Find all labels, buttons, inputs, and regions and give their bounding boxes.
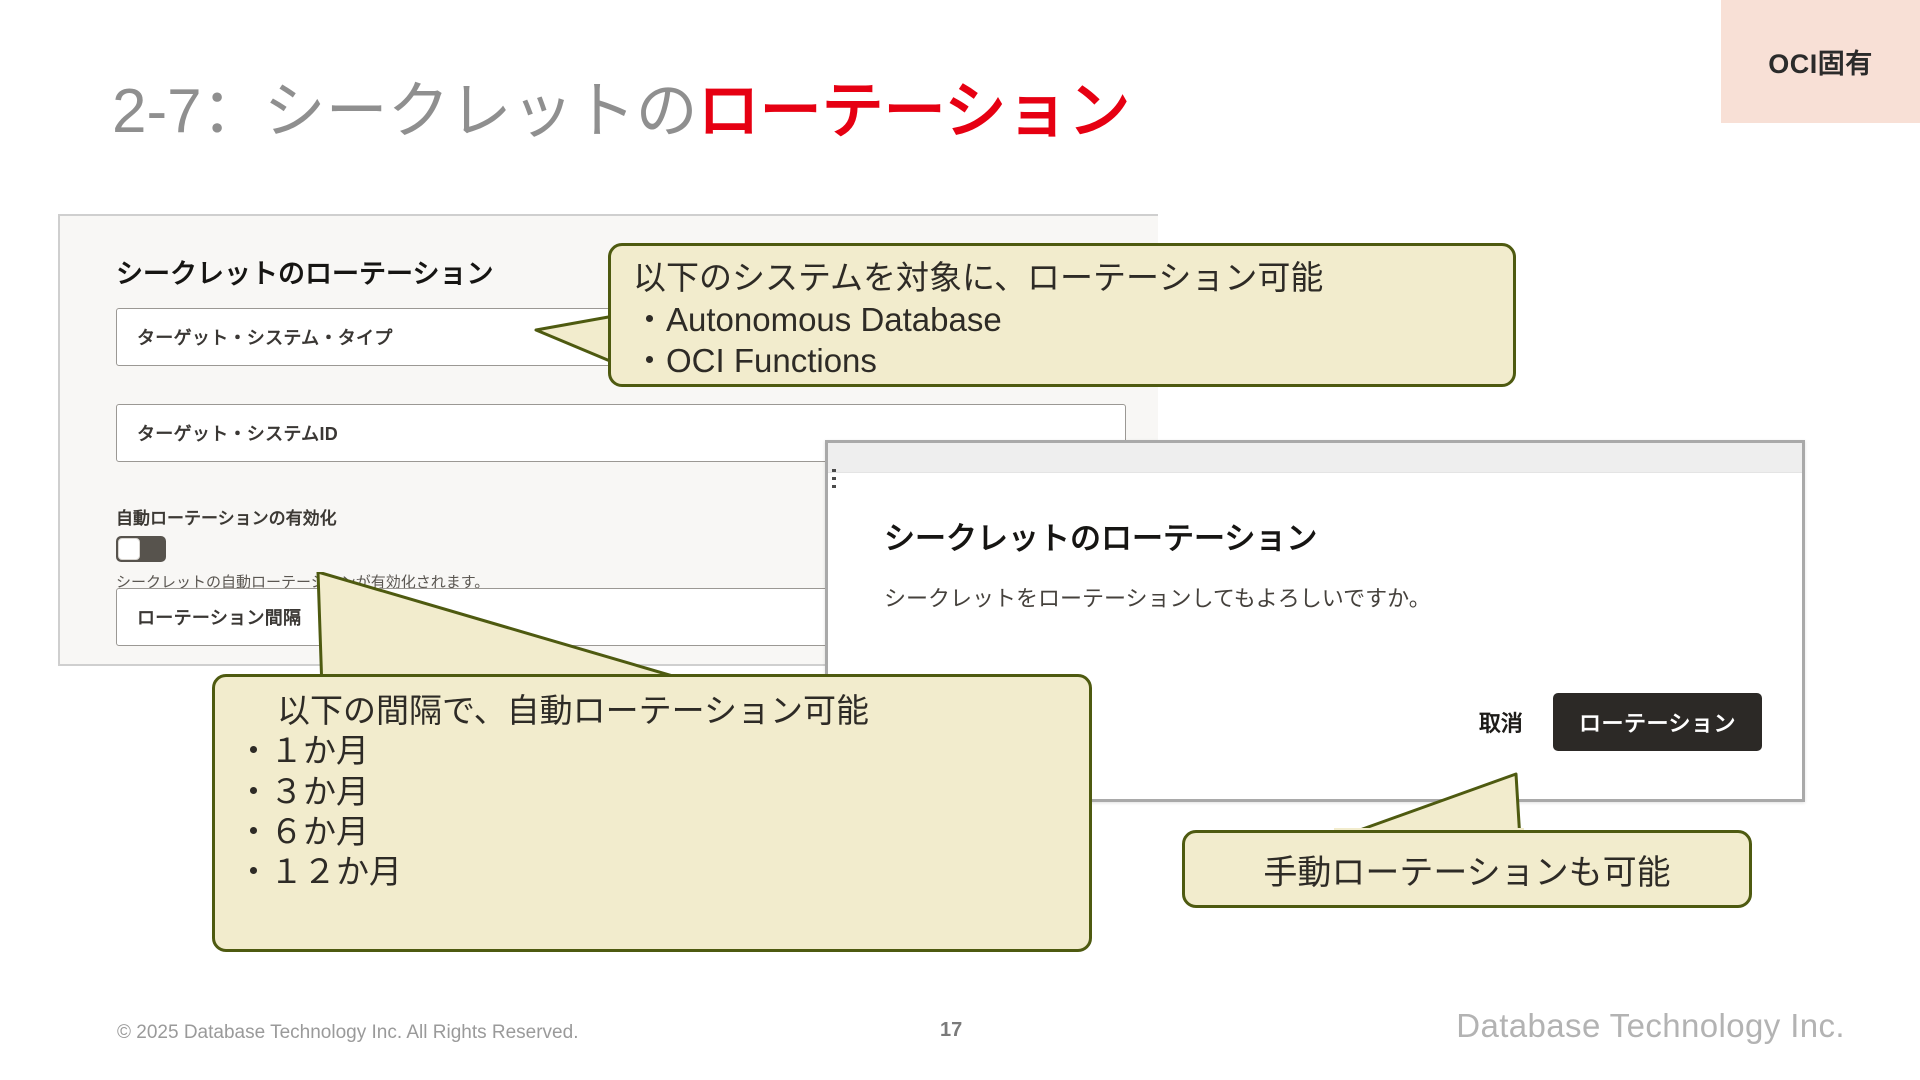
rotation-interval-label: ローテーション間隔	[137, 608, 302, 628]
footer-page-number: 17	[940, 1019, 963, 1041]
auto-rotation-toggle[interactable]	[116, 536, 166, 562]
dialog-action-row: 取消 ローテーション	[1475, 693, 1762, 751]
form-panel-heading: シークレットのローテーション	[116, 259, 494, 289]
rotate-button[interactable]: ローテーション	[1552, 693, 1762, 751]
page-title: 2-7：シークレットのローテーション	[112, 76, 1130, 147]
auto-rotation-help-text: シークレットの自動ローテーションが有効化されます。	[116, 574, 490, 591]
footer-copyright: © 2025 Database Technology Inc. All Righ…	[117, 1022, 579, 1043]
callout-intervals-item-2: ・３か月	[237, 772, 369, 810]
callout-systems-item-2: ・OCI Functions	[633, 342, 877, 380]
toggle-knob-icon	[118, 538, 140, 560]
callout-intervals-item-4: ・１２か月	[237, 853, 402, 890]
callout-rotation-intervals: 以下の間隔で、自動ローテーション可能 ・１か月 ・３か月 ・６か月 ・１２か月	[212, 674, 1092, 952]
callout-systems-head: 以下のシステムを対象に、ローテーション可能	[633, 259, 1324, 296]
callout-manual-rotation: 手動ローテーションも可能	[1182, 830, 1752, 908]
footer-logo: Database Technology Inc.	[1456, 1007, 1845, 1044]
dialog-body-text: シークレットをローテーションしてもよろしいですか。	[884, 586, 1431, 611]
dialog-edge-dots-icon	[832, 469, 836, 493]
oci-specific-badge: OCI固有	[1721, 0, 1920, 123]
page-title-main: 2-7：シークレットの	[112, 77, 698, 146]
callout-manual-head: 手動ローテーションも可能	[1263, 853, 1671, 892]
dialog-title: シークレットのローテーション	[884, 521, 1318, 556]
auto-rotation-toggle-label: 自動ローテーションの有効化	[116, 509, 337, 528]
callout-target-systems: 以下のシステムを対象に、ローテーション可能 ・Autonomous Databa…	[608, 243, 1516, 387]
rotation-confirm-dialog: シークレットのローテーション シークレットをローテーションしてもよろしいですか。…	[825, 440, 1805, 802]
callout-intervals-item-1: ・１か月	[237, 732, 369, 770]
callout-systems-item-1: ・Autonomous Database	[633, 300, 1002, 338]
target-system-id-label: ターゲット・システムID	[137, 424, 339, 444]
target-system-type-label: ターゲット・システム・タイプ	[137, 328, 393, 348]
callout-intervals-item-3: ・６か月	[237, 812, 369, 850]
page-title-accent: ローテーション	[697, 77, 1131, 146]
dialog-top-band	[828, 443, 1802, 473]
cancel-button[interactable]: 取消	[1475, 700, 1527, 744]
callout-intervals-head: 以下の間隔で、自動ローテーション可能	[277, 692, 870, 729]
badge-label: OCI固有	[1768, 49, 1873, 79]
